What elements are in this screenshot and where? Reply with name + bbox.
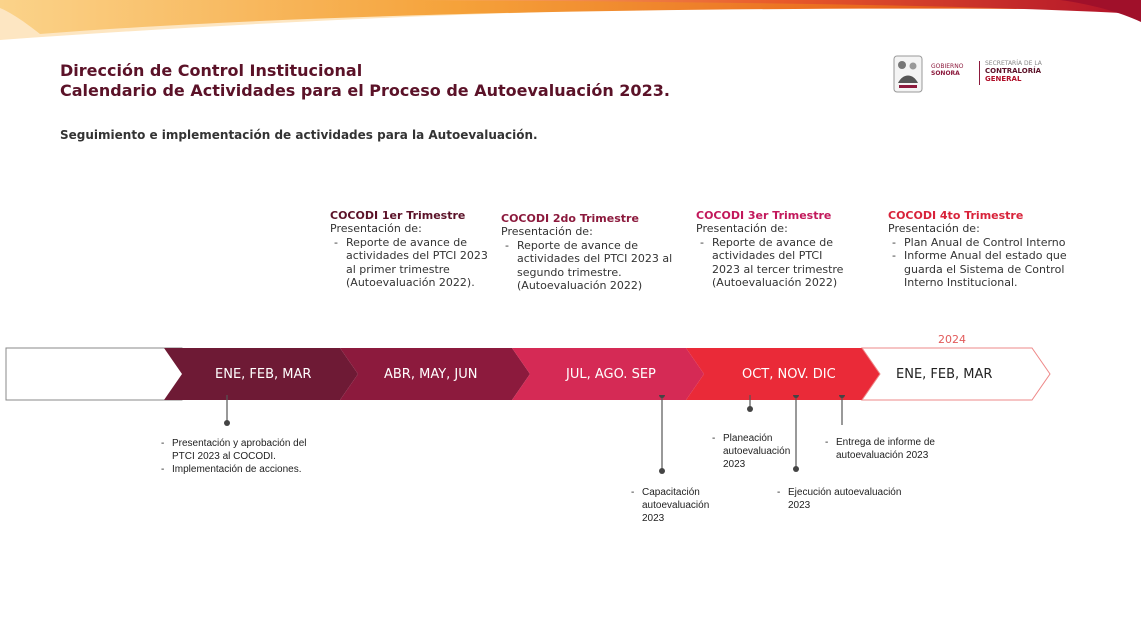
quarter-intro: Presentación de: — [501, 225, 593, 238]
page-subtitle: Seguimiento e implementación de activida… — [60, 128, 538, 142]
quarter-intro: Presentación de: — [696, 222, 788, 235]
quarter-title: COCODI 1er Trimestre — [330, 209, 466, 222]
note-item: Presentación y aprobación del PTCI 2023 … — [161, 437, 328, 463]
sonora-seal-icon — [893, 55, 923, 93]
timeline-segment-next-year — [861, 347, 1051, 401]
quarter-block-2: COCODI 2do Trimestre Presentación de: Re… — [501, 212, 676, 293]
timeline-segment-q2 — [340, 348, 530, 400]
note-capacitacion: Capacitación autoevaluación 2023 — [628, 486, 718, 525]
timeline-segment-q3 — [512, 348, 704, 400]
timeline-label-q1: ENE, FEB, MAR — [215, 367, 312, 382]
note-planeacion: Planeación autoevaluación 2023 — [709, 432, 794, 471]
note-entrega: Entrega de informe de autoevaluación 202… — [822, 436, 937, 462]
connector-ejecucion-dot — [793, 466, 799, 472]
note-item: Implementación de acciones. — [161, 463, 328, 476]
quarter-intro: Presentación de: — [888, 222, 980, 235]
quarter-item: Reporte de avance de actividades del PTC… — [700, 236, 846, 290]
timeline — [5, 347, 1051, 401]
general-label: GENERAL — [985, 75, 1022, 83]
note-ejecucion: Ejecución autoevaluación 2023 — [774, 486, 904, 512]
timeline-segment-q4 — [686, 348, 880, 400]
quarter-item: Reporte de avance de actividades del PTC… — [505, 239, 676, 293]
contraloria-label: CONTRALORÍA — [985, 67, 1042, 75]
page-title-line1: Dirección de Control Institucional — [60, 61, 363, 80]
timeline-connectors — [224, 395, 845, 474]
quarter-item: Informe Anual del estado que guarda el S… — [892, 249, 1098, 290]
quarter-title: COCODI 2do Trimestre — [501, 212, 639, 225]
connector-capacitacion-dot-top — [659, 395, 665, 398]
gobierno-label: GOBIERNO — [931, 63, 964, 70]
note-item: Planeación autoevaluación 2023 — [712, 432, 794, 471]
timeline-label-q3: JUL, AGO. SEP — [566, 367, 656, 382]
quarter-intro: Presentación de: — [330, 222, 422, 235]
note-item: Entrega de informe de autoevaluación 202… — [825, 436, 937, 462]
note-item: Ejecución autoevaluación 2023 — [777, 486, 904, 512]
connector-ejecucion-dot-top — [793, 395, 799, 398]
quarter-block-1: COCODI 1er Trimestre Presentación de: Re… — [330, 209, 490, 290]
timeline-segment-q1 — [164, 348, 358, 400]
connector-capacitacion-dot — [659, 468, 665, 474]
government-logo: GOBIERNO SONORA SECRETARÍA DE LA CONTRAL… — [893, 55, 1063, 97]
header-decoration — [0, 0, 1141, 40]
connector-entrega-dot — [839, 395, 845, 398]
logo-divider — [979, 61, 980, 85]
sonora-label: SONORA — [931, 70, 960, 77]
connector-ene-dot — [224, 420, 230, 426]
note-item: Capacitación autoevaluación 2023 — [631, 486, 718, 525]
timeline-label-q4: OCT, NOV. DIC — [742, 367, 836, 382]
timeline-label-q2: ABR, MAY, JUN — [384, 367, 478, 382]
connector-planeacion-dot — [747, 406, 753, 412]
header-swoosh-orange — [0, 0, 1141, 34]
page-title-line2: Calendario de Actividades para el Proces… — [60, 81, 670, 100]
quarter-title: COCODI 3er Trimestre — [696, 209, 832, 222]
quarter-item: Reporte de avance de actividades del PTC… — [334, 236, 490, 290]
note-ene: Presentación y aprobación del PTCI 2023 … — [158, 437, 328, 476]
quarter-block-3: COCODI 3er Trimestre Presentación de: Re… — [696, 209, 846, 290]
quarter-item: Plan Anual de Control Interno — [892, 236, 1098, 250]
timeline-label-next: ENE, FEB, MAR — [896, 367, 993, 382]
header-swoosh-red — [420, 0, 1141, 14]
secretaria-label: SECRETARÍA DE LA — [985, 60, 1042, 67]
year-label: 2024 — [938, 333, 966, 346]
header-swoosh-dark — [1060, 0, 1141, 22]
quarter-block-4: COCODI 4to Trimestre Presentación de: Pl… — [888, 209, 1098, 290]
quarter-title: COCODI 4to Trimestre — [888, 209, 1024, 222]
